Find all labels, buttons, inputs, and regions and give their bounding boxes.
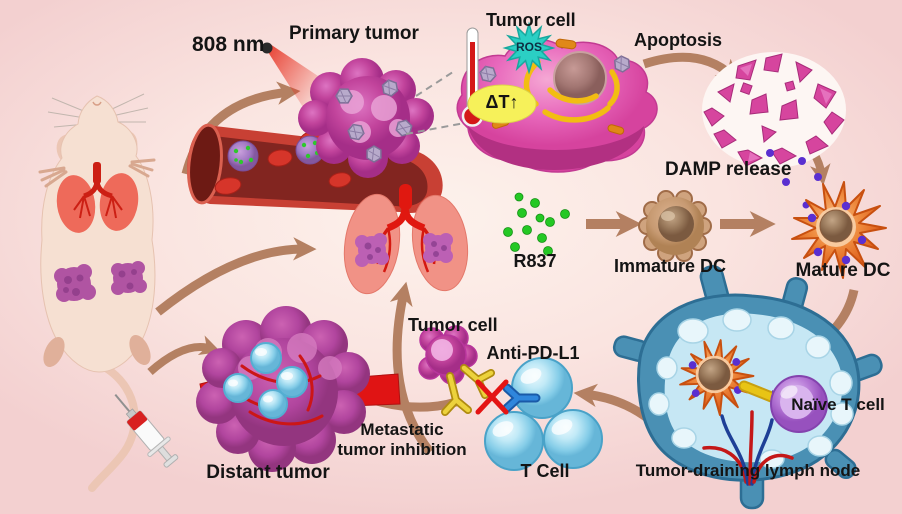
arrow-t-cells-to-lungs — [389, 281, 434, 455]
mouse-tail — [88, 364, 139, 492]
primary-tumor — [298, 58, 434, 178]
arrow-mouse-to-distant-tumor — [147, 335, 221, 376]
naive-t-cell — [770, 375, 828, 433]
distant-tumor — [196, 306, 401, 472]
tumor-cell-bottom-label: Tumor cell — [408, 315, 498, 335]
apoptosis-label: Apoptosis — [634, 30, 722, 50]
immature-dc-label: Immature DC — [613, 256, 727, 276]
central-lungs — [343, 184, 469, 295]
red-x-blocked — [475, 379, 509, 415]
anti-pd-l1-label: Anti-PD-L1 — [486, 343, 580, 363]
laser-wavelength-label: 808 nm — [192, 33, 265, 56]
metastatic-label-line2: tumor inhibition — [337, 440, 467, 459]
mouse-lungs — [56, 162, 139, 233]
cell-nucleus — [553, 51, 607, 105]
mature-dc-label: Mature DC — [795, 260, 891, 281]
mouse-tumor-right — [111, 261, 147, 295]
tumor-cell-large — [456, 21, 658, 173]
lymph-node — [612, 265, 883, 510]
lymph-vessels — [702, 410, 794, 486]
primary-tumor-label: Primary tumor — [289, 23, 419, 44]
naive-t-cell-label: Naïve T cell — [791, 395, 885, 414]
red-blood-cells — [214, 131, 352, 195]
dc-in-lymph-node — [679, 339, 755, 416]
arrow-mouse-to-lungs — [155, 237, 317, 316]
apoptosis-fragments — [702, 52, 846, 168]
r837-label: R837 — [513, 251, 557, 271]
ros-label: ROS — [515, 40, 543, 54]
delta-t-badge — [467, 84, 537, 124]
ros-burst — [502, 21, 556, 75]
mature-dc-nucleus — [819, 209, 853, 243]
laser-source-dot — [261, 42, 273, 54]
lymph-node-label: Tumor-draining lymph node — [635, 461, 861, 480]
mature-dc — [791, 181, 887, 279]
lung-tumor-left — [355, 233, 389, 267]
pd-l1-receptors — [441, 364, 495, 416]
syringe — [114, 393, 179, 468]
t-cell-label: T Cell — [520, 461, 570, 481]
metastatic-label-line1: Metastatic — [360, 420, 444, 439]
immature-dc — [638, 190, 712, 262]
mouse-body — [40, 95, 156, 373]
r837-dots — [503, 192, 570, 256]
mouse-illustration — [38, 93, 156, 492]
nanoparticles-in-vessel — [227, 135, 325, 172]
immature-dc-nucleus — [658, 206, 694, 242]
mouse-tumor-left — [54, 264, 96, 302]
t-cells — [484, 357, 603, 471]
tumor-cell-top-label: Tumor cell — [486, 10, 576, 30]
tumor-cell-small — [418, 325, 495, 416]
anti-pd-l1-antibody — [502, 383, 541, 413]
damp-release-label: DAMP release — [665, 159, 792, 180]
t-cells-attacking-tumor — [223, 342, 308, 419]
dashed-zoom-lines — [405, 69, 471, 135]
delta-t-label: ΔT↑ — [485, 92, 519, 112]
distant-tumor-label: Distant tumor — [206, 462, 330, 483]
lung-tumor-right — [423, 233, 453, 263]
